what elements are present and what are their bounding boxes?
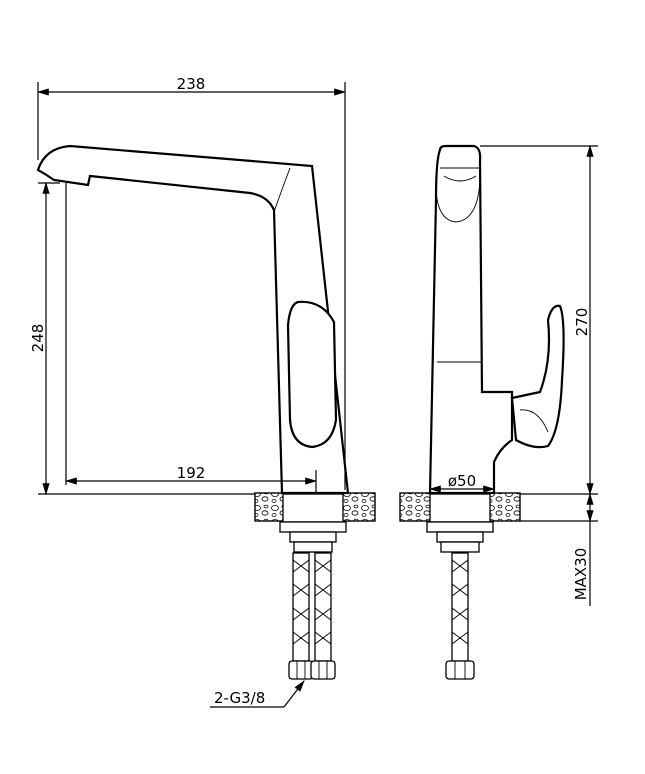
dim-max-thickness: MAX30 (572, 548, 590, 601)
side-mount-flange (429, 493, 491, 523)
dim-spout-reach: 192 (177, 464, 206, 482)
label-hose-thread: 2-G3/8 (214, 689, 265, 707)
dim-overall-width: 238 (177, 75, 206, 93)
front-view: 238 248 192 2-G3/8 (29, 75, 376, 708)
dim-base-diameter: ø50 (448, 472, 476, 490)
side-faucet-body (428, 144, 514, 495)
side-hose (445, 552, 475, 680)
dim-height-front: 248 (29, 324, 47, 353)
front-handle (286, 300, 338, 449)
front-mount-flange (282, 493, 344, 523)
side-lever (510, 304, 565, 449)
front-faucet-body (36, 144, 350, 495)
side-view: ø50 270 MAX30 (399, 144, 598, 680)
dim-height-side: 270 (573, 308, 591, 337)
front-hoses (288, 552, 336, 680)
